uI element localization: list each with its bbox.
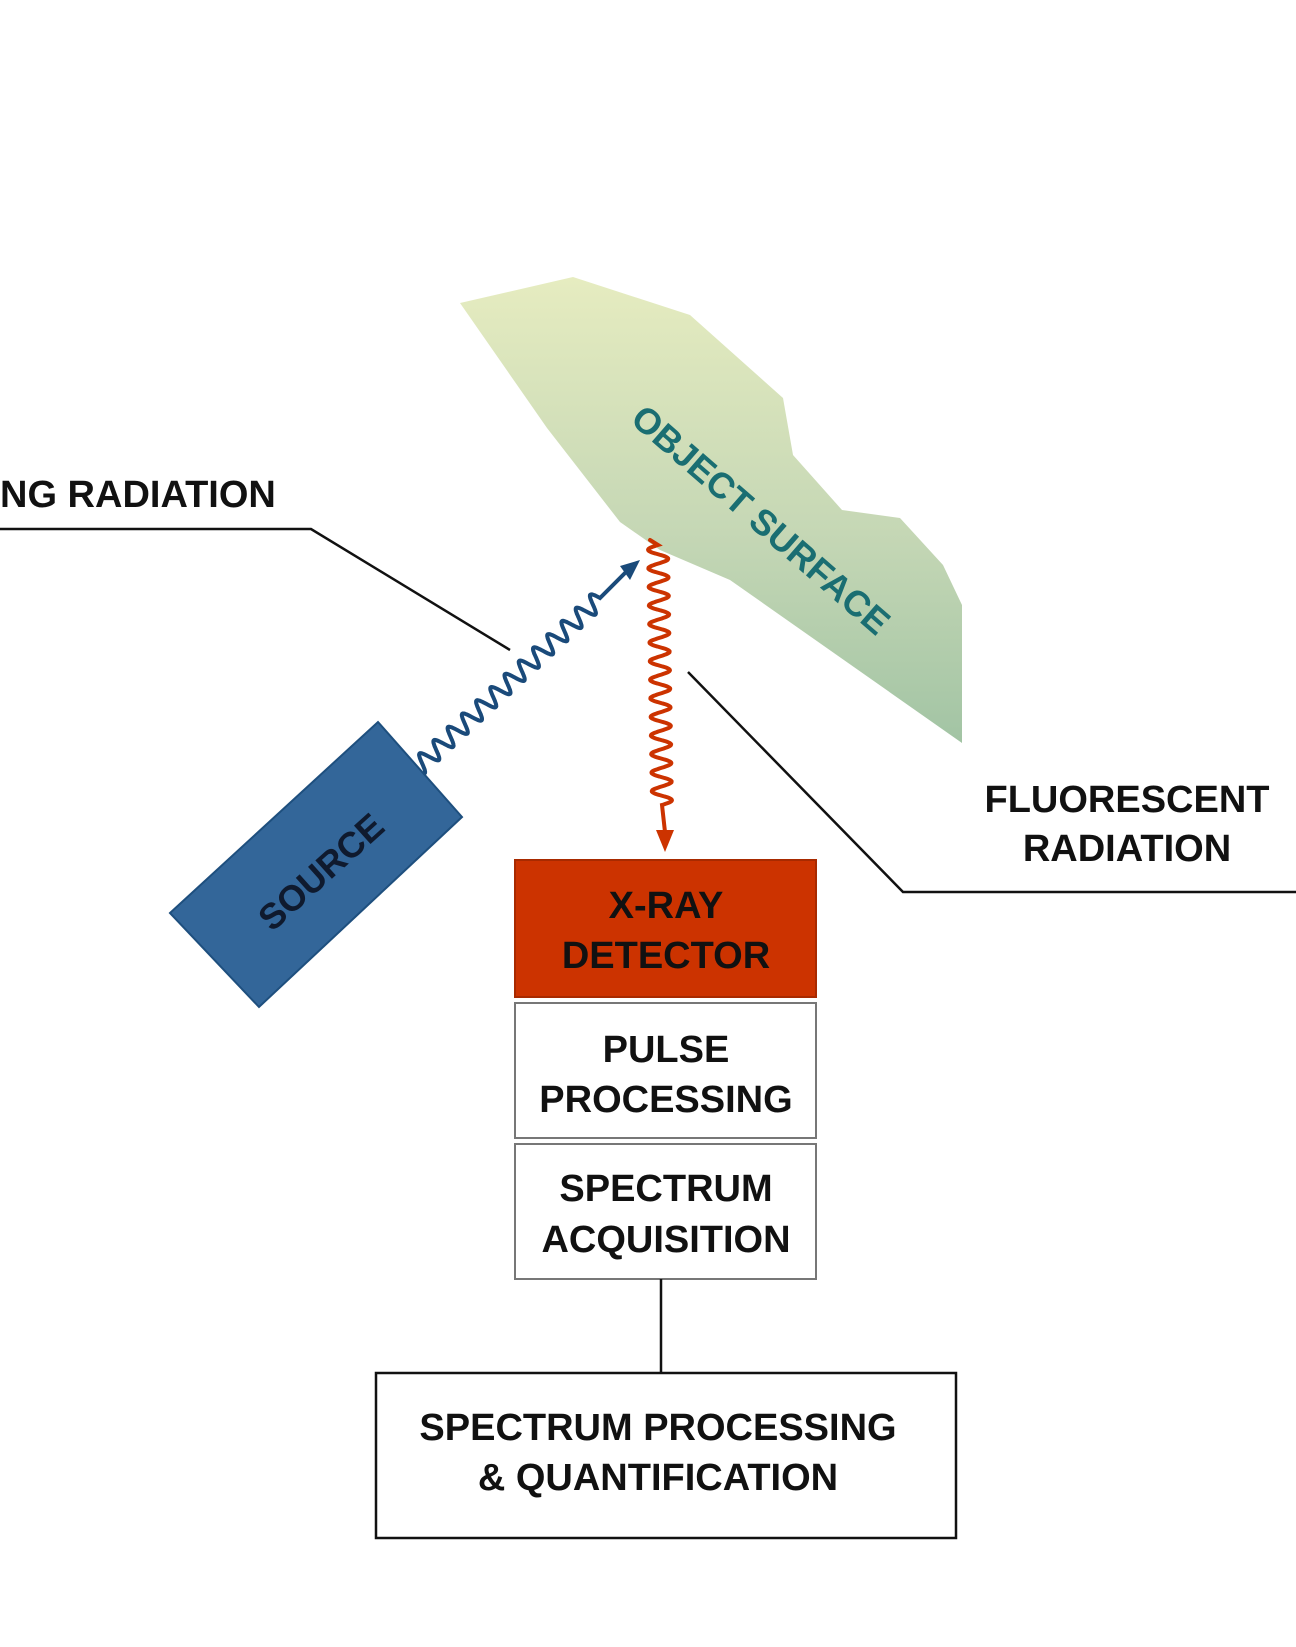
xray-detector-line1: X-RAY (609, 885, 724, 927)
spectrum-processing-block: SPECTRUM PROCESSING & QUANTIFICATION (374, 1371, 958, 1540)
source-wave-arrowhead (620, 560, 640, 580)
xray-detector-box (514, 859, 817, 998)
source: SOURCE (168, 720, 464, 1009)
xray-detector-block: X-RAY DETECTOR (514, 859, 817, 998)
exciting-radiation-leader (0, 527, 511, 652)
fluorescent-radiation: FLUORESCENT RADIATION (687, 671, 1296, 894)
xray-detector-line2: DETECTOR (562, 935, 770, 977)
spectrum-acquisition-line1: SPECTRUM (559, 1168, 772, 1210)
spectrum-acquisition-block: SPECTRUM ACQUISITION (514, 1143, 817, 1280)
spectrum-processing-line2: & QUANTIFICATION (478, 1457, 838, 1499)
spectrum-acquisition-line2: ACQUISITION (541, 1219, 790, 1261)
fluorescent-wave (646, 538, 674, 834)
source-box (168, 720, 464, 1009)
fluorescent-label-line1: FLUORESCENT (985, 779, 1270, 821)
pulse-processing-block: PULSE PROCESSING (514, 1002, 817, 1139)
spectrum-processing-line1: SPECTRUM PROCESSING (419, 1407, 896, 1449)
spectrum-acquisition-box (514, 1143, 817, 1280)
fluorescent-label-line2: RADIATION (1023, 828, 1231, 870)
fluorescent-radiation-leader (687, 671, 1296, 894)
object-surface: OBJECT SURFACE (460, 277, 962, 743)
spectrum-processing-box (374, 1371, 958, 1540)
exciting-radiation: NG RADIATION (0, 474, 511, 652)
source-wave (413, 568, 630, 776)
fluorescent-wave-arrowhead (656, 830, 674, 852)
exciting-radiation-label: NG RADIATION (0, 474, 276, 516)
pulse-processing-line2: PROCESSING (539, 1079, 792, 1121)
pulse-processing-box (514, 1002, 817, 1139)
pulse-processing-line1: PULSE (603, 1029, 730, 1071)
object-surface-shape (460, 277, 962, 743)
